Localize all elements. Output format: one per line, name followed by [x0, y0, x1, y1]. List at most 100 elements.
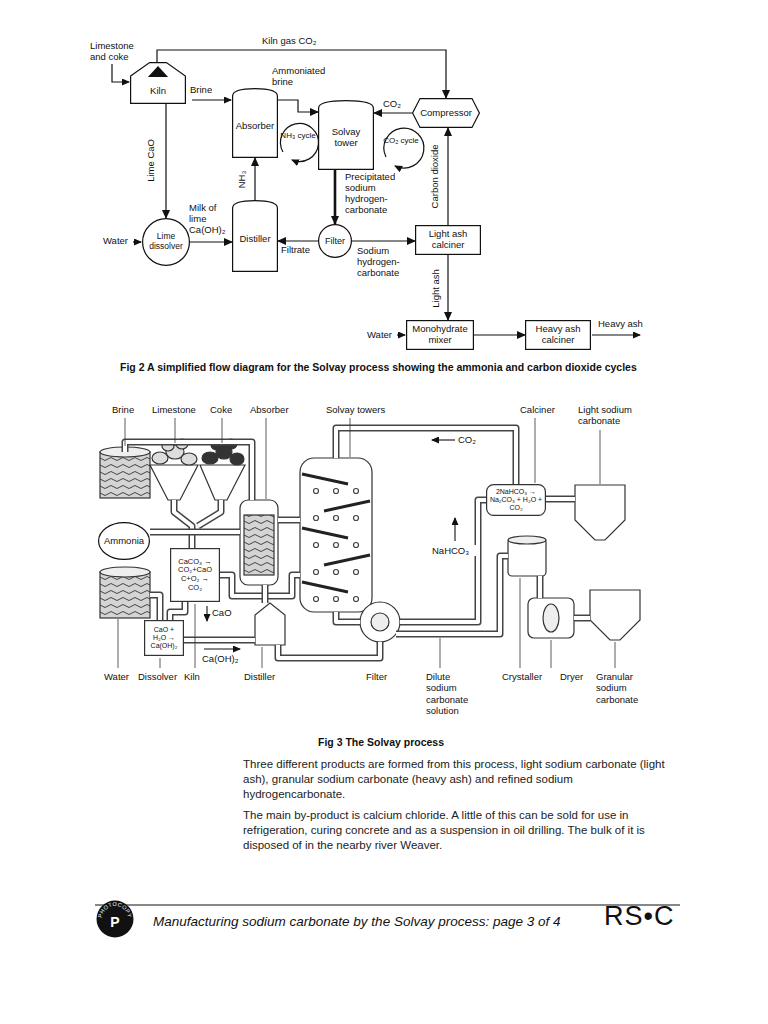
distiller-tower-shape [233, 201, 278, 272]
fig3-equipment [230, 453, 244, 465]
node-label: 2NaHCO₃ → Na₂CO₃ + H₂O + CO₂ [489, 488, 543, 512]
process-box: Monohydrate mixer [406, 320, 474, 350]
pipe [198, 500, 221, 526]
node-body: Ammonia [98, 522, 150, 560]
input-label: Water [367, 329, 397, 340]
part-label: CaO [212, 607, 238, 618]
leader-line [195, 604, 196, 668]
node-label: Heavy ash calciner [528, 324, 588, 346]
part-label: Coke [210, 404, 240, 415]
leader-line [125, 418, 126, 446]
flow-connector [334, 170, 337, 224]
part-label: CO₂ [458, 434, 484, 445]
fig3-equipment [528, 598, 574, 638]
pipe [396, 556, 508, 634]
pipe [538, 576, 542, 598]
edge-label: Ammoniated brine [272, 66, 330, 88]
node-label: Compressor [420, 108, 472, 119]
node-body: 2NaHCO₃ → Na₂CO₃ + H₂O + CO₂ [486, 484, 546, 516]
flow-connector [165, 104, 166, 218]
calciner-cylinder: 2NaHCO₃ → Na₂CO₃ + H₂O + CO₂ [486, 484, 546, 516]
bubble [354, 489, 359, 494]
node-label: Solvay tower [321, 127, 371, 149]
absorber-tower-shape [233, 89, 278, 158]
solvay-tower: Solvay tower [318, 100, 374, 170]
edge-label: Sodium hydrogen-carbonate [357, 246, 415, 279]
pipe [150, 595, 160, 620]
ammonia-vessel-shape [99, 523, 150, 560]
edge-label: CO₂ [383, 99, 407, 110]
pipe [220, 575, 300, 596]
node-label: Distiller [239, 234, 270, 245]
fig3-equipment [181, 453, 197, 465]
flow-connector [254, 158, 255, 200]
pipe [278, 518, 300, 522]
part-label: NaHCO₃ [432, 545, 478, 556]
fig3-equipment [202, 452, 218, 464]
input-label: Water [103, 235, 133, 246]
bubble [334, 570, 339, 575]
process-box-shape [407, 321, 474, 350]
node-label: Monohydrate mixer [409, 324, 471, 346]
fig3-equipment [150, 465, 198, 500]
publisher-logo: RS•C [604, 900, 694, 932]
pipe [278, 642, 380, 658]
part-label: Dilute sodium carbonate solution [426, 671, 478, 717]
edge-label: Carbon dioxide [431, 144, 442, 208]
figure-caption: Fig 3 The Solvay process [318, 736, 538, 749]
tower-tray [324, 555, 370, 565]
logo-inner: P [96, 900, 134, 938]
pipe [170, 602, 185, 620]
bubble [314, 516, 319, 521]
tower-trays [302, 474, 370, 602]
bubble [314, 543, 319, 548]
node-body: Absorber [232, 88, 278, 158]
pipe [396, 556, 508, 634]
dissolver-reaction-box-shape [145, 621, 184, 656]
fig3-equipment [100, 567, 150, 577]
pipe [125, 442, 252, 500]
node-body: Filter [318, 224, 352, 258]
output-label: Heavy ash [598, 318, 648, 329]
process-box: Heavy ash calciner [525, 320, 591, 350]
fig3-equipment [152, 452, 168, 464]
pipe [400, 500, 486, 622]
edge-label: Kiln gas CO₂ [262, 36, 342, 47]
bubble [354, 597, 359, 602]
fig2-arrows [192, 99, 231, 100]
bubble [334, 543, 339, 548]
tower-tray [324, 501, 370, 511]
flow-connector [447, 255, 448, 320]
bubble [354, 516, 359, 521]
node-label: Filter [325, 236, 345, 246]
pipe [150, 530, 240, 534]
flow-connector [474, 334, 525, 335]
input-label: Brine [190, 84, 226, 95]
leader-line [535, 418, 536, 483]
pipe [198, 500, 221, 526]
leader-line [222, 418, 223, 443]
absorber-tower: Absorber [232, 88, 278, 158]
bubble [354, 570, 359, 575]
node-label: Absorber [236, 121, 275, 132]
leader-line [118, 418, 615, 668]
node-label: CaCO₃ → CO₂+CaO [173, 558, 217, 575]
flow-arrow [204, 440, 455, 649]
process-box-shape [526, 321, 591, 350]
flow-connector [447, 128, 448, 225]
edge-label: Precipitated sodium hydrogen-carbonate [345, 172, 411, 216]
fig3-equipment [100, 439, 640, 645]
kiln-reaction-box-shape [171, 549, 220, 602]
pipe [336, 612, 360, 622]
pipe [174, 500, 192, 548]
leader-line [551, 640, 552, 668]
pipe [574, 615, 590, 622]
pipe [400, 500, 486, 622]
part-label: Granular sodium carbonate [596, 671, 654, 705]
fig3-equipment [543, 604, 559, 632]
fig2-arrows [280, 124, 318, 162]
part-label: Crystaller [502, 671, 556, 682]
fig3-equipment [300, 458, 372, 612]
